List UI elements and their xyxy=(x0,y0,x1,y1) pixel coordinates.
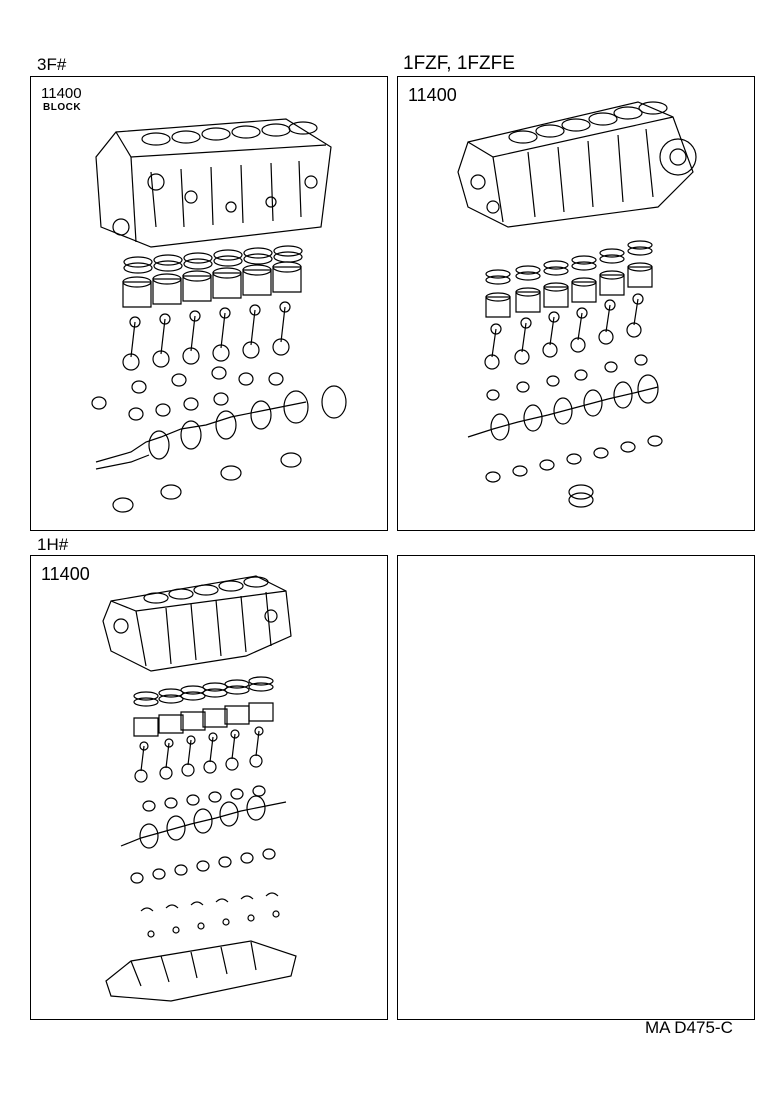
block-caption: BLOCK xyxy=(43,102,82,113)
short-block-illustration-1h xyxy=(31,556,389,1021)
short-block-illustration-3f xyxy=(31,77,389,532)
panel-empty xyxy=(397,555,755,1020)
panel-1fzf: 11400 xyxy=(397,76,755,531)
panel-3f: 11400 BLOCK xyxy=(30,76,388,531)
panel-1h: 11400 xyxy=(30,555,388,1020)
part-number: 11400 xyxy=(41,85,82,102)
part-number: 11400 xyxy=(41,564,90,584)
part-number: 11400 xyxy=(408,85,457,105)
short-block-illustration-1fzf xyxy=(398,77,756,532)
engine-code-1h: 1H# xyxy=(37,535,69,554)
engine-code-1fzf: 1FZF, 1FZFE xyxy=(403,53,515,74)
engine-code-3f: 3F# xyxy=(37,55,67,74)
diagram-code: MA D475-C xyxy=(645,1018,733,1037)
